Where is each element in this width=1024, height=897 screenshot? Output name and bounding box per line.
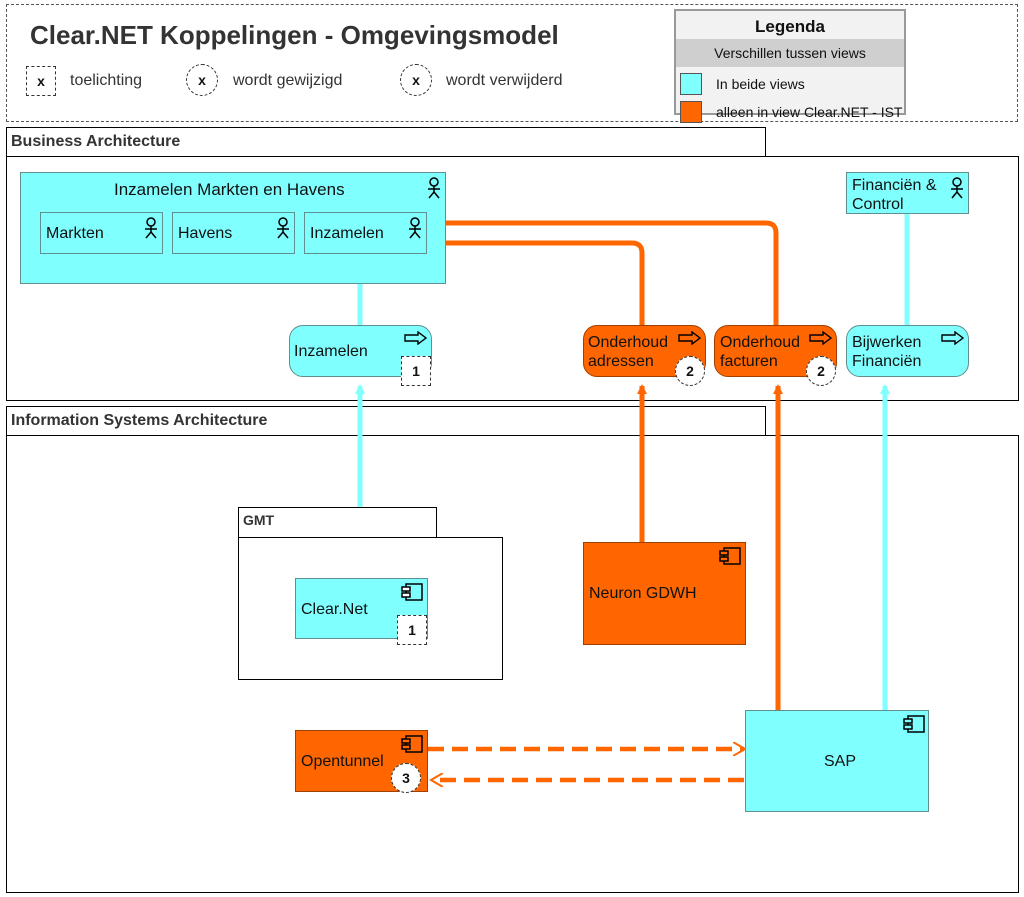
- actor-havens[interactable]: Havens: [172, 212, 295, 254]
- note-badge: 1: [401, 356, 431, 386]
- legend: Legenda Verschillen tussen views In beid…: [674, 9, 906, 123]
- legend-swatch-cyan: [680, 73, 702, 95]
- key-changed-icon: x: [186, 64, 218, 96]
- key-note-icon: x: [26, 66, 56, 96]
- changed-badge: 2: [675, 356, 705, 386]
- line-inzamelen-to-adressen: [427, 240, 645, 326]
- actor-icon: [428, 177, 440, 199]
- actor-markten[interactable]: Markten: [40, 212, 163, 254]
- component-opentunnel-label: Opentunnel: [301, 753, 384, 770]
- process-arrow-icon: [678, 331, 702, 345]
- process-arrow-icon: [809, 331, 833, 345]
- key-changed-label: wordt gewijzigd: [233, 72, 343, 89]
- header-frame: [6, 4, 1018, 122]
- component-icon: [401, 735, 423, 753]
- actor-financien-label: Financiën & Control: [852, 177, 937, 213]
- changed-badge: 3: [391, 763, 421, 793]
- component-icon: [401, 583, 423, 601]
- information-layer-header: Information Systems Architecture: [6, 406, 766, 436]
- component-icon: [903, 715, 925, 733]
- line-inzamelen-to-facturen: [427, 220, 779, 326]
- actor-group-label: Inzamelen Markten en Havens: [114, 180, 345, 199]
- component-opentunnel[interactable]: Opentunnel 3: [295, 730, 428, 793]
- legend-item-ist: alleen in view Clear.NET - IST: [680, 101, 904, 123]
- package-gmt-tab: GMT: [238, 507, 437, 538]
- actor-icon: [145, 217, 157, 239]
- actor-inzamelen[interactable]: Inzamelen: [304, 212, 427, 254]
- changed-badge: 2: [806, 356, 836, 386]
- legend-title: Legenda: [755, 17, 825, 36]
- actor-markten-label: Markten: [46, 225, 104, 242]
- component-clearnet-label: Clear.Net: [301, 601, 368, 618]
- component-icon: [719, 547, 741, 565]
- actor-icon: [951, 177, 963, 199]
- component-neuron-gdwh[interactable]: Neuron GDWH: [583, 542, 746, 645]
- key-removed-icon: x: [400, 64, 432, 96]
- component-sap[interactable]: SAP: [745, 710, 929, 812]
- component-sap-label: SAP: [824, 753, 857, 770]
- component-clearnet[interactable]: Clear.Net 1: [295, 578, 428, 645]
- process-arrow-icon: [941, 331, 965, 345]
- actor-inzamelen-label: Inzamelen: [310, 225, 384, 242]
- key-note-label: toelichting: [70, 72, 143, 89]
- process-inzamelen[interactable]: Inzamelen 1: [289, 325, 432, 386]
- key-removed-label: wordt verwijderd: [446, 72, 563, 89]
- actor-financien-control[interactable]: Financiën & Control: [846, 172, 969, 214]
- actor-icon: [277, 217, 289, 239]
- process-inzamelen-label: Inzamelen: [294, 343, 368, 360]
- legend-item-both: In beide views: [680, 73, 904, 95]
- actor-havens-label: Havens: [178, 225, 233, 242]
- diagram-title: Clear.NET Koppelingen - Omgevingsmodel: [30, 20, 559, 50]
- legend-subtitle: Verschillen tussen views: [676, 39, 904, 67]
- component-neuron-label: Neuron GDWH: [589, 585, 697, 602]
- business-layer-header: Business Architecture: [6, 127, 766, 157]
- process-arrow-icon: [404, 331, 428, 345]
- legend-swatch-orange: [680, 101, 702, 123]
- information-layer-frame: [6, 435, 1019, 893]
- actor-icon: [409, 217, 421, 239]
- note-badge: 1: [397, 615, 427, 645]
